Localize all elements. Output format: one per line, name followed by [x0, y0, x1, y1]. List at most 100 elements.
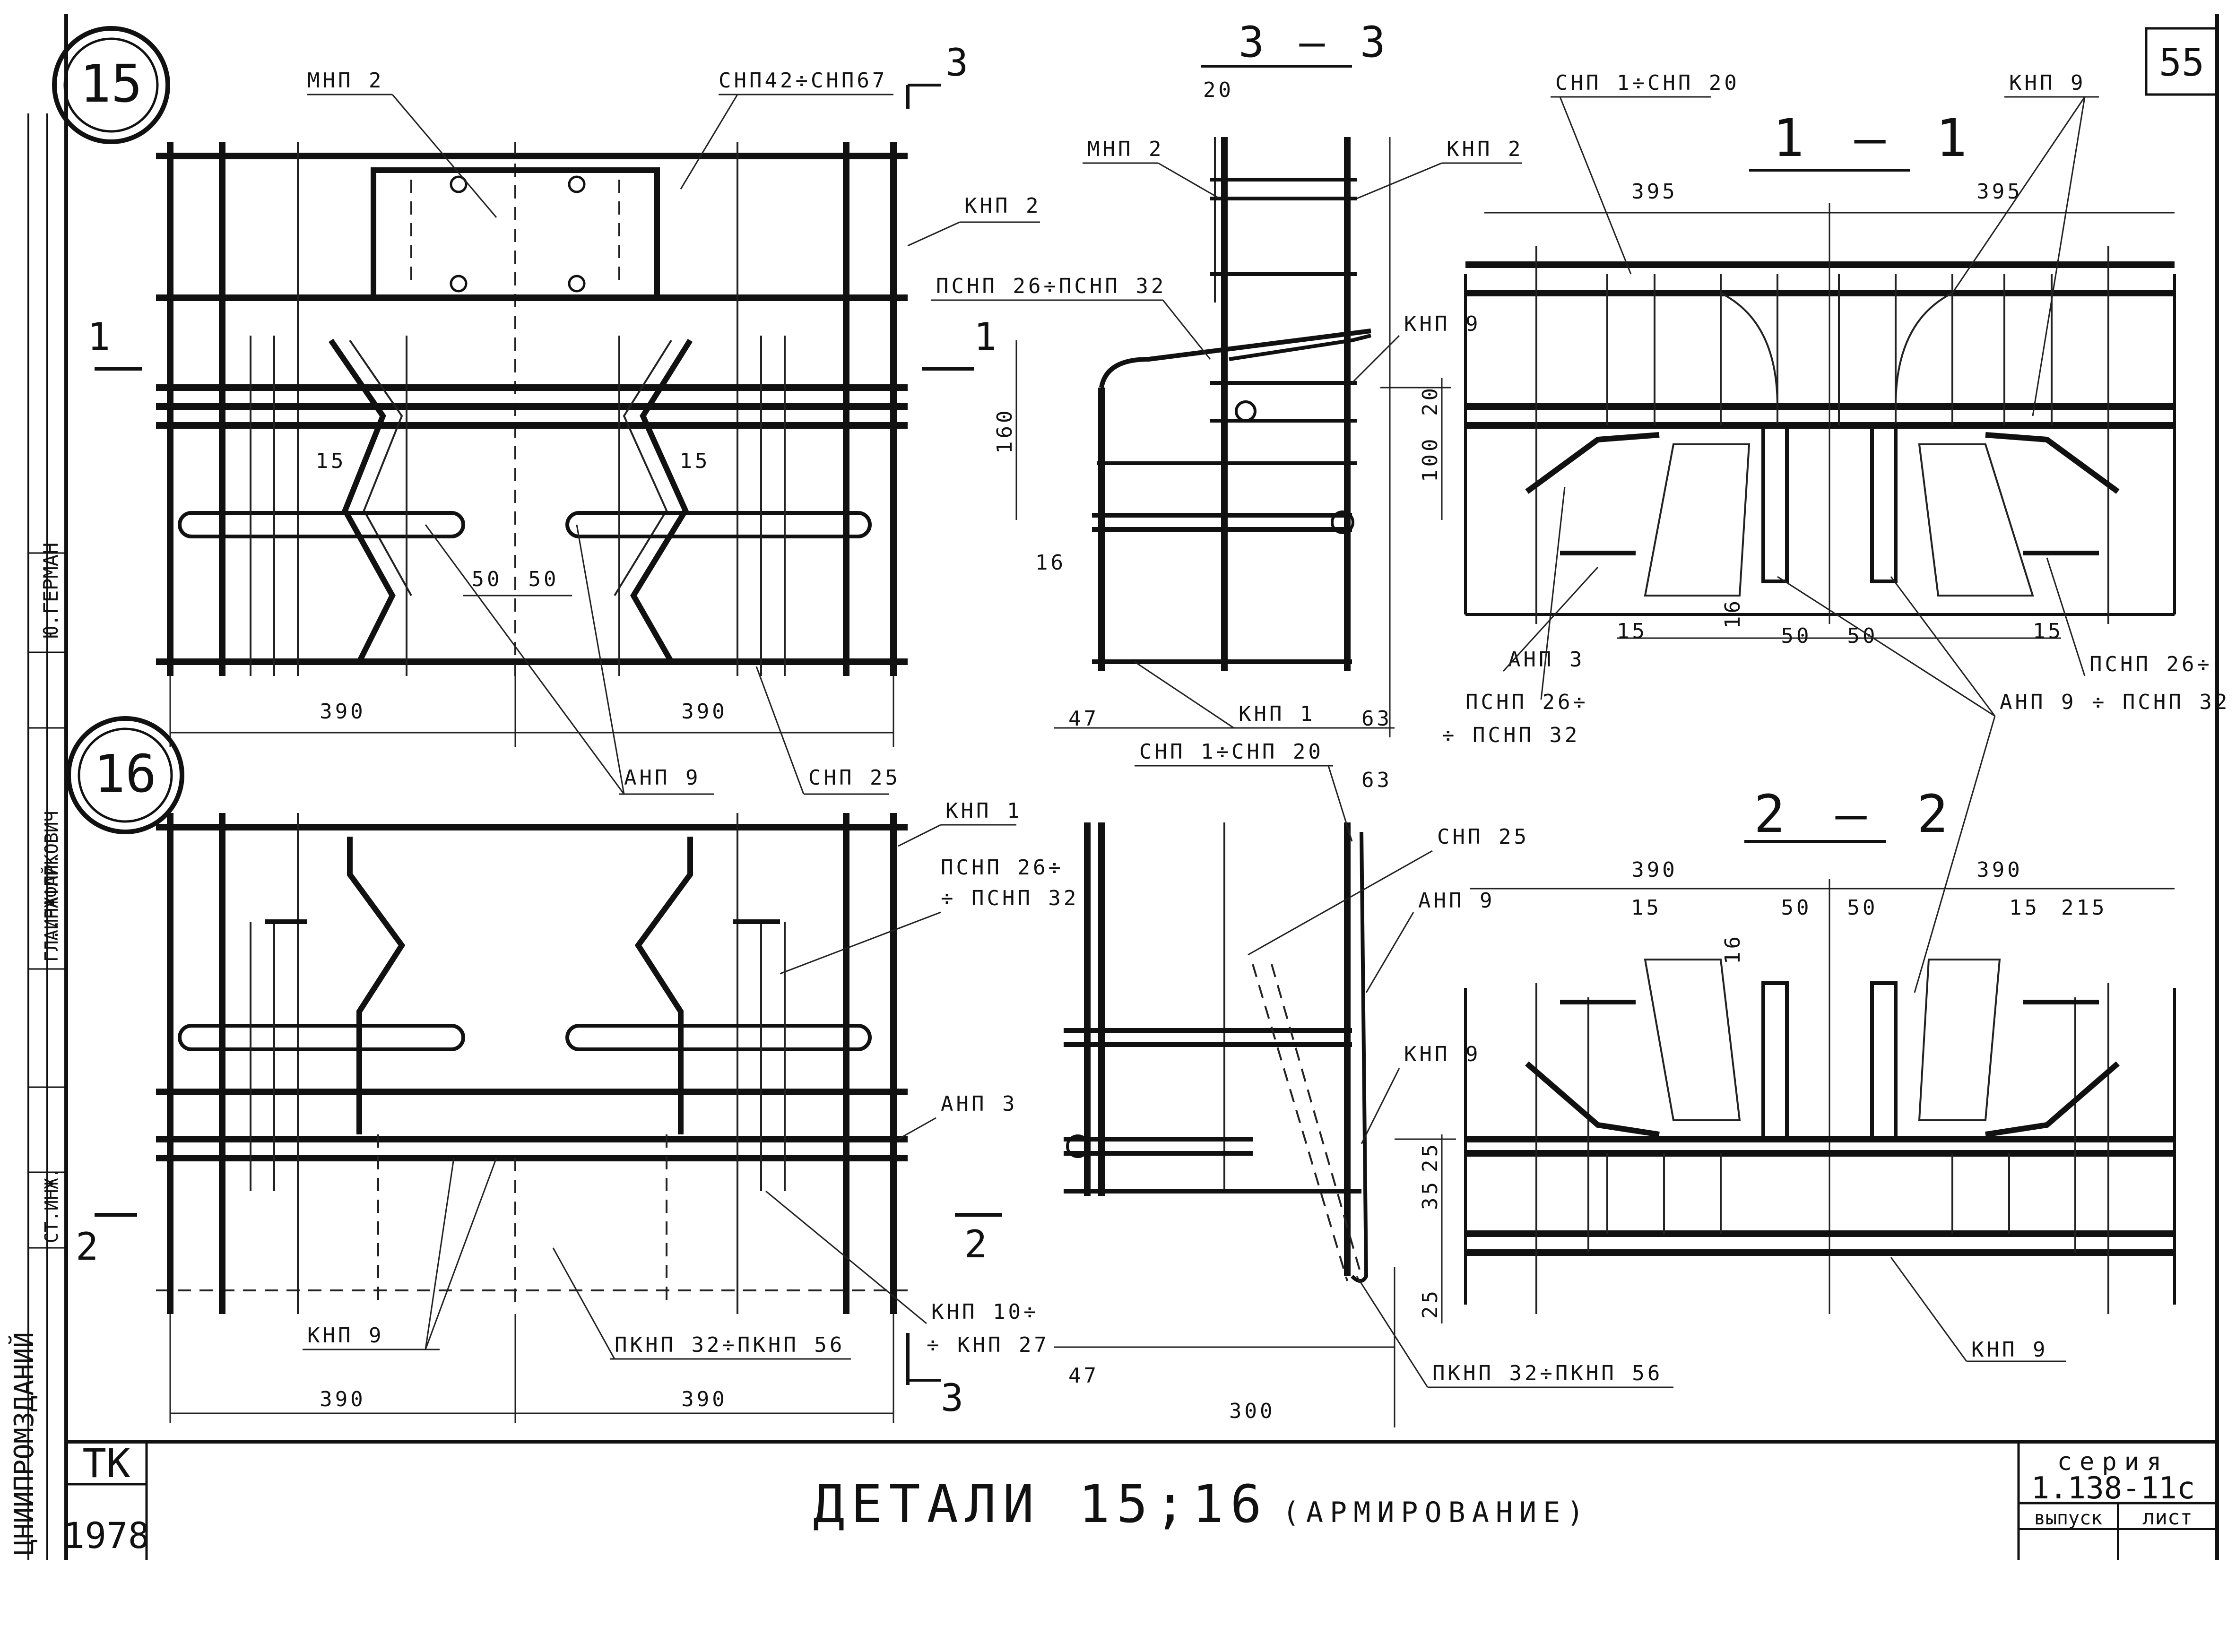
- dim-390-a: 390: [320, 700, 365, 724]
- label-psnp26-11a: ПСНП 26÷: [1465, 690, 1588, 714]
- series-value: 1.138-11с: [2031, 1471, 2195, 1506]
- section-1-right: 1: [974, 315, 997, 359]
- detail-16-plan: 16: [66, 716, 908, 1314]
- dim-15-b: 15: [680, 449, 711, 473]
- label-knp1: КНП 1: [945, 799, 1022, 823]
- dim-160: 160: [993, 408, 1017, 454]
- dim-100: 100: [1418, 436, 1442, 482]
- section-1-left: 1: [87, 315, 110, 359]
- section-3-top: 3: [945, 41, 968, 85]
- dim-50-22b: 50: [1847, 896, 1878, 920]
- dim-390-22b: 390: [1976, 858, 2022, 882]
- dim-47: 47: [1068, 707, 1099, 731]
- section-2-2-title: 2 — 2: [1754, 784, 1958, 844]
- section-1-1: 1 — 1 395 395 15 16: [1442, 71, 2230, 993]
- label-knp1-33: КНП 1: [1239, 702, 1315, 726]
- section-3-bottom: 3: [941, 1376, 963, 1420]
- dim-20-top: 20: [1203, 78, 1234, 102]
- detail-16-labels: КНП 1 ПСНП 26÷ ÷ ПСНП 32 АНП 3 КНП 9 ПКН…: [303, 799, 1079, 1360]
- label-snp25-33: СНП 25: [1437, 825, 1529, 849]
- label-snp42-67: СНП42÷СНП67: [719, 69, 887, 93]
- label-anp9-psnp32: АНП 9 ÷ ПСНП 32: [2000, 690, 2230, 714]
- section-3-3-title: 3 — 3: [1239, 17, 1390, 67]
- dim-50-b: 50: [529, 567, 559, 591]
- label-anp9: АНП 9: [624, 766, 701, 790]
- label-knp2-33: КНП 2: [1447, 137, 1523, 161]
- label-psnp26-11b: ÷ ПСНП 32: [1442, 723, 1580, 747]
- sheet-frame: [27, 14, 2219, 1560]
- year: 1978: [63, 1514, 149, 1557]
- org-code: ТК: [82, 1440, 130, 1487]
- section-marks-16: 2 2 3: [76, 1213, 1002, 1420]
- dim-390-b: 390: [681, 700, 727, 724]
- dim-50-11a: 50: [1781, 624, 1812, 648]
- section-2-left: 2: [76, 1225, 98, 1269]
- detail-15-marker: 15: [80, 53, 142, 114]
- issue-label: выпуск: [2034, 1507, 2103, 1529]
- detail-16-marker: 16: [94, 744, 156, 804]
- detail-15-dimensions: 390 390 50 50 15 15: [169, 449, 894, 747]
- section-2-right: 2: [964, 1222, 987, 1266]
- dim-50-22a: 50: [1781, 896, 1812, 920]
- dim-20-side: 20: [1418, 385, 1442, 416]
- dim-16: 16: [1035, 551, 1066, 575]
- label-mnp2-33: МНП 2: [1087, 137, 1164, 161]
- designer-role-2: СТ.ИНЖ.: [41, 1168, 62, 1243]
- section-2-2: 2 — 2 390 390 15 50 50 15 215 16 К: [1464, 784, 2176, 1362]
- dim-215: 215: [2061, 896, 2107, 920]
- dim-15-11a: 15: [1617, 619, 1647, 643]
- series-label: серия: [2057, 1448, 2169, 1476]
- dim-390-c: 390: [320, 1387, 365, 1411]
- dim-390-d: 390: [681, 1387, 727, 1411]
- label-anp9-33: АНП 9: [1418, 889, 1495, 913]
- label-snp1-20-11: СНП 1÷СНП 20: [1555, 71, 1740, 95]
- detail-15-labels: МНП 2 СНП42÷СНП67 КНП 2 АНП 9 СНП 25: [307, 69, 1040, 795]
- dim-50-a: 50: [472, 567, 503, 591]
- label-knp10: КНП 10÷: [931, 1300, 1039, 1324]
- section-3-3: 3 — 3 20 160 20 100 16 47 63 МНП 2: [931, 17, 1523, 737]
- dim-63: 63: [1361, 707, 1392, 731]
- dim-16-22: 16: [1721, 934, 1745, 964]
- dim-300: 300: [1229, 1399, 1275, 1423]
- designer-name-1: Ю.ГЕРМАН: [39, 543, 62, 638]
- dim-15-11b: 15: [2033, 619, 2063, 643]
- dim-47-lower: 47: [1068, 1364, 1099, 1388]
- dim-25-a: 25: [1418, 1142, 1442, 1172]
- sheet-label: лист: [2142, 1505, 2193, 1530]
- label-knp27: ÷ КНП 27: [927, 1333, 1049, 1357]
- drawing-title: ДЕТАЛИ 15;16(АРМИРОВАНИЕ): [813, 1474, 1590, 1534]
- detail-15-plan: 15: [52, 26, 908, 676]
- section-1-1-title: 1 — 1: [1773, 108, 1976, 168]
- section-marks-15: 3 1 1: [87, 41, 997, 371]
- label-snp1-20: СНП 1÷СНП 20: [1139, 740, 1324, 764]
- organization-stamp: ЦНИИПРОМЗДАНИЙ: [9, 1332, 40, 1555]
- sheet-number: 55: [2159, 41, 2204, 85]
- label-knp9-22: КНП 9: [1971, 1338, 2048, 1362]
- label-knp9-33b: КНП 9: [1404, 1042, 1481, 1066]
- label-psnp26-32: ПСНП 26÷ПСНП 32: [936, 274, 1166, 298]
- label-knp9-16: КНП 9: [307, 1323, 384, 1348]
- label-knp9-33: КНП 9: [1404, 312, 1481, 336]
- dim-15-a: 15: [316, 449, 347, 473]
- designer-role: ГЛ.ИНЖ.ПР.: [41, 854, 62, 962]
- label-psnp32: ÷ ПСНП 32: [941, 886, 1079, 910]
- label-pknp32-56: ПКНП 32÷ПКНП 56: [615, 1333, 845, 1357]
- label-snp25: СНП 25: [808, 766, 901, 790]
- dim-15-22a: 15: [1631, 896, 1662, 920]
- label-mnp2: МНП 2: [307, 69, 384, 93]
- dim-50-11b: 50: [1847, 624, 1878, 648]
- dim-395-a: 395: [1631, 180, 1677, 204]
- label-knp9-11: КНП 9: [2009, 71, 2086, 95]
- dim-25-b: 25: [1418, 1288, 1442, 1319]
- dim-395-b: 395: [1976, 180, 2022, 204]
- label-psnp26: ПСНП 26÷: [941, 856, 1064, 880]
- label-psnp26-right: ПСНП 26÷: [2089, 652, 2212, 676]
- label-pknp32-56-33: ПКНП 32÷ПКНП 56: [1432, 1361, 1663, 1385]
- dim-35: 35: [1418, 1179, 1442, 1210]
- dim-390-22a: 390: [1631, 858, 1677, 882]
- dim-15-22b: 15: [2009, 896, 2040, 920]
- designer-name-2: А.РАФАЙКОВИЧ: [41, 811, 62, 941]
- label-anp3: АНП 3: [941, 1092, 1017, 1116]
